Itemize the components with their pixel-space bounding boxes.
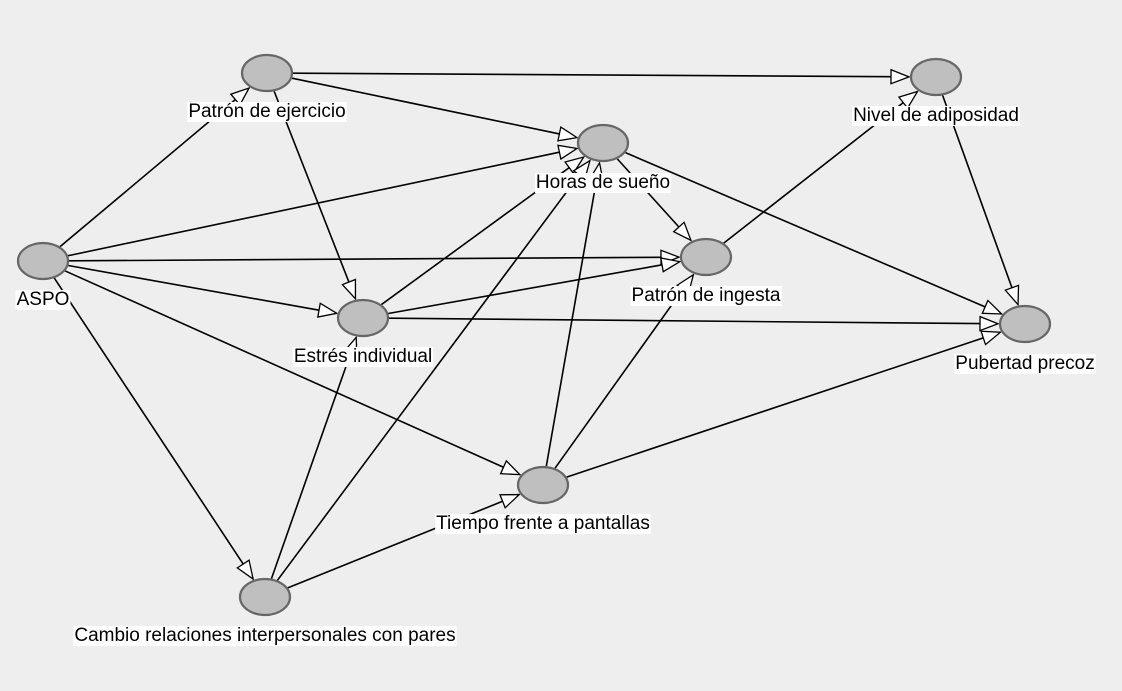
label-background [15,290,71,310]
label-background [435,514,651,534]
edge-pantallas-to-pubertad [566,330,1003,478]
edge-line [566,337,984,478]
label-background [73,626,457,646]
edge-line [273,90,350,283]
edge-line [292,72,892,78]
arrowhead-icon [979,315,1000,332]
label-background [187,102,347,122]
edges-layer [53,68,1020,589]
node-ingesta[interactable] [679,237,733,277]
node-estres[interactable] [336,298,390,338]
node-label-text: Patrón de ejercicio [188,101,345,122]
arrowhead-icon [557,125,579,142]
edge-line [68,264,320,311]
arrowhead-icon [659,257,682,273]
node-ejercicio[interactable] [240,53,294,93]
arrowhead-icon [890,68,911,85]
arrowhead-icon [229,86,251,107]
node-label-text: Pubertad precoz [955,353,1094,374]
edge-line [388,317,981,325]
label-background [954,354,1096,374]
edge-line [64,270,504,469]
arrowhead-icon [980,330,1003,346]
node-label-estres: Estrés individual [292,346,434,367]
arrowhead-icon [499,459,522,476]
node-label-sueno: Horas de sueño [534,172,672,193]
edge-aspo-to-ejercicio [59,86,251,248]
arrowhead-icon [897,90,919,110]
edge-line [270,354,351,579]
node-label-text: Horas de sueño [536,172,670,193]
label-background [534,173,672,193]
arrowhead-icon [499,493,521,509]
edge-line [388,264,663,315]
node-label-pubertad: Pubertad precoz [954,353,1096,374]
arrowhead-icon [564,155,586,175]
edge-pares-to-estres [270,335,358,579]
edge-ingesta-to-adiposidad [723,90,919,244]
edge-line [53,277,244,565]
edge-ejercicio-to-adiposidad [292,68,911,85]
edge-line [723,101,904,244]
edge-line [625,151,986,308]
arrowhead-icon [672,221,693,242]
node-label-text: Patrón de ingesta [632,285,781,306]
node-adiposidad[interactable] [909,57,963,97]
label-background [292,347,434,367]
edge-line [59,98,236,248]
arrowhead-icon [341,278,357,301]
edge-line [554,288,684,469]
arrowhead-icon [557,144,579,161]
arrowhead-icon [1004,284,1020,307]
node-aspo[interactable] [16,241,70,281]
edge-line [545,180,598,467]
node-pantallas[interactable] [516,465,570,505]
node-label-text: Cambio relaciones interpersonales con pa… [74,625,455,646]
edge-pares-to-pantallas [287,493,521,589]
edge-estres-to-ingesta [388,257,682,315]
node-pares[interactable] [238,577,292,617]
node-label-text: ASPO [17,289,70,310]
node-sueno[interactable] [576,123,630,163]
node-label-ingesta: Patrón de ingesta [630,285,782,306]
node-label-pares: Cambio relaciones interpersonales con pa… [73,625,457,646]
node-label-adiposidad: Nivel de adiposidad [852,105,1020,126]
edge-aspo-to-ingesta [68,249,681,266]
edge-line [68,256,662,262]
node-label-aspo: ASPO [15,289,71,310]
label-background [852,106,1020,126]
node-label-ejercicio: Patrón de ejercicio [187,101,347,122]
edge-aspo-to-pares [53,277,255,581]
nodes-layer [16,53,1052,617]
node-pubertad[interactable] [998,304,1052,344]
edge-aspo-to-estres [68,264,339,318]
node-label-text: Tiempo frente a pantallas [436,513,650,534]
edge-aspo-to-sueno [67,144,579,257]
edge-line [276,174,580,581]
edge-line [291,77,560,135]
edge-aspo-to-pantallas [64,270,522,476]
edge-sueno-to-pubertad [625,151,1004,315]
label-background [630,286,782,306]
arrowhead-icon [981,299,1004,315]
edge-adiposidad-to-pubertad [941,95,1020,307]
node-label-text: Nivel de adiposidad [853,105,1019,126]
arrowhead-icon [236,559,255,581]
arrowhead-icon [316,302,339,318]
node-label-pantallas: Tiempo frente a pantallas [435,513,651,534]
edge-line [67,151,560,257]
node-label-text: Estrés individual [294,346,432,367]
edge-estres-to-pubertad [388,315,1000,332]
edge-ejercicio-to-estres [273,90,357,301]
edge-line [941,95,1013,289]
edge-ejercicio-to-sueno [291,77,579,142]
